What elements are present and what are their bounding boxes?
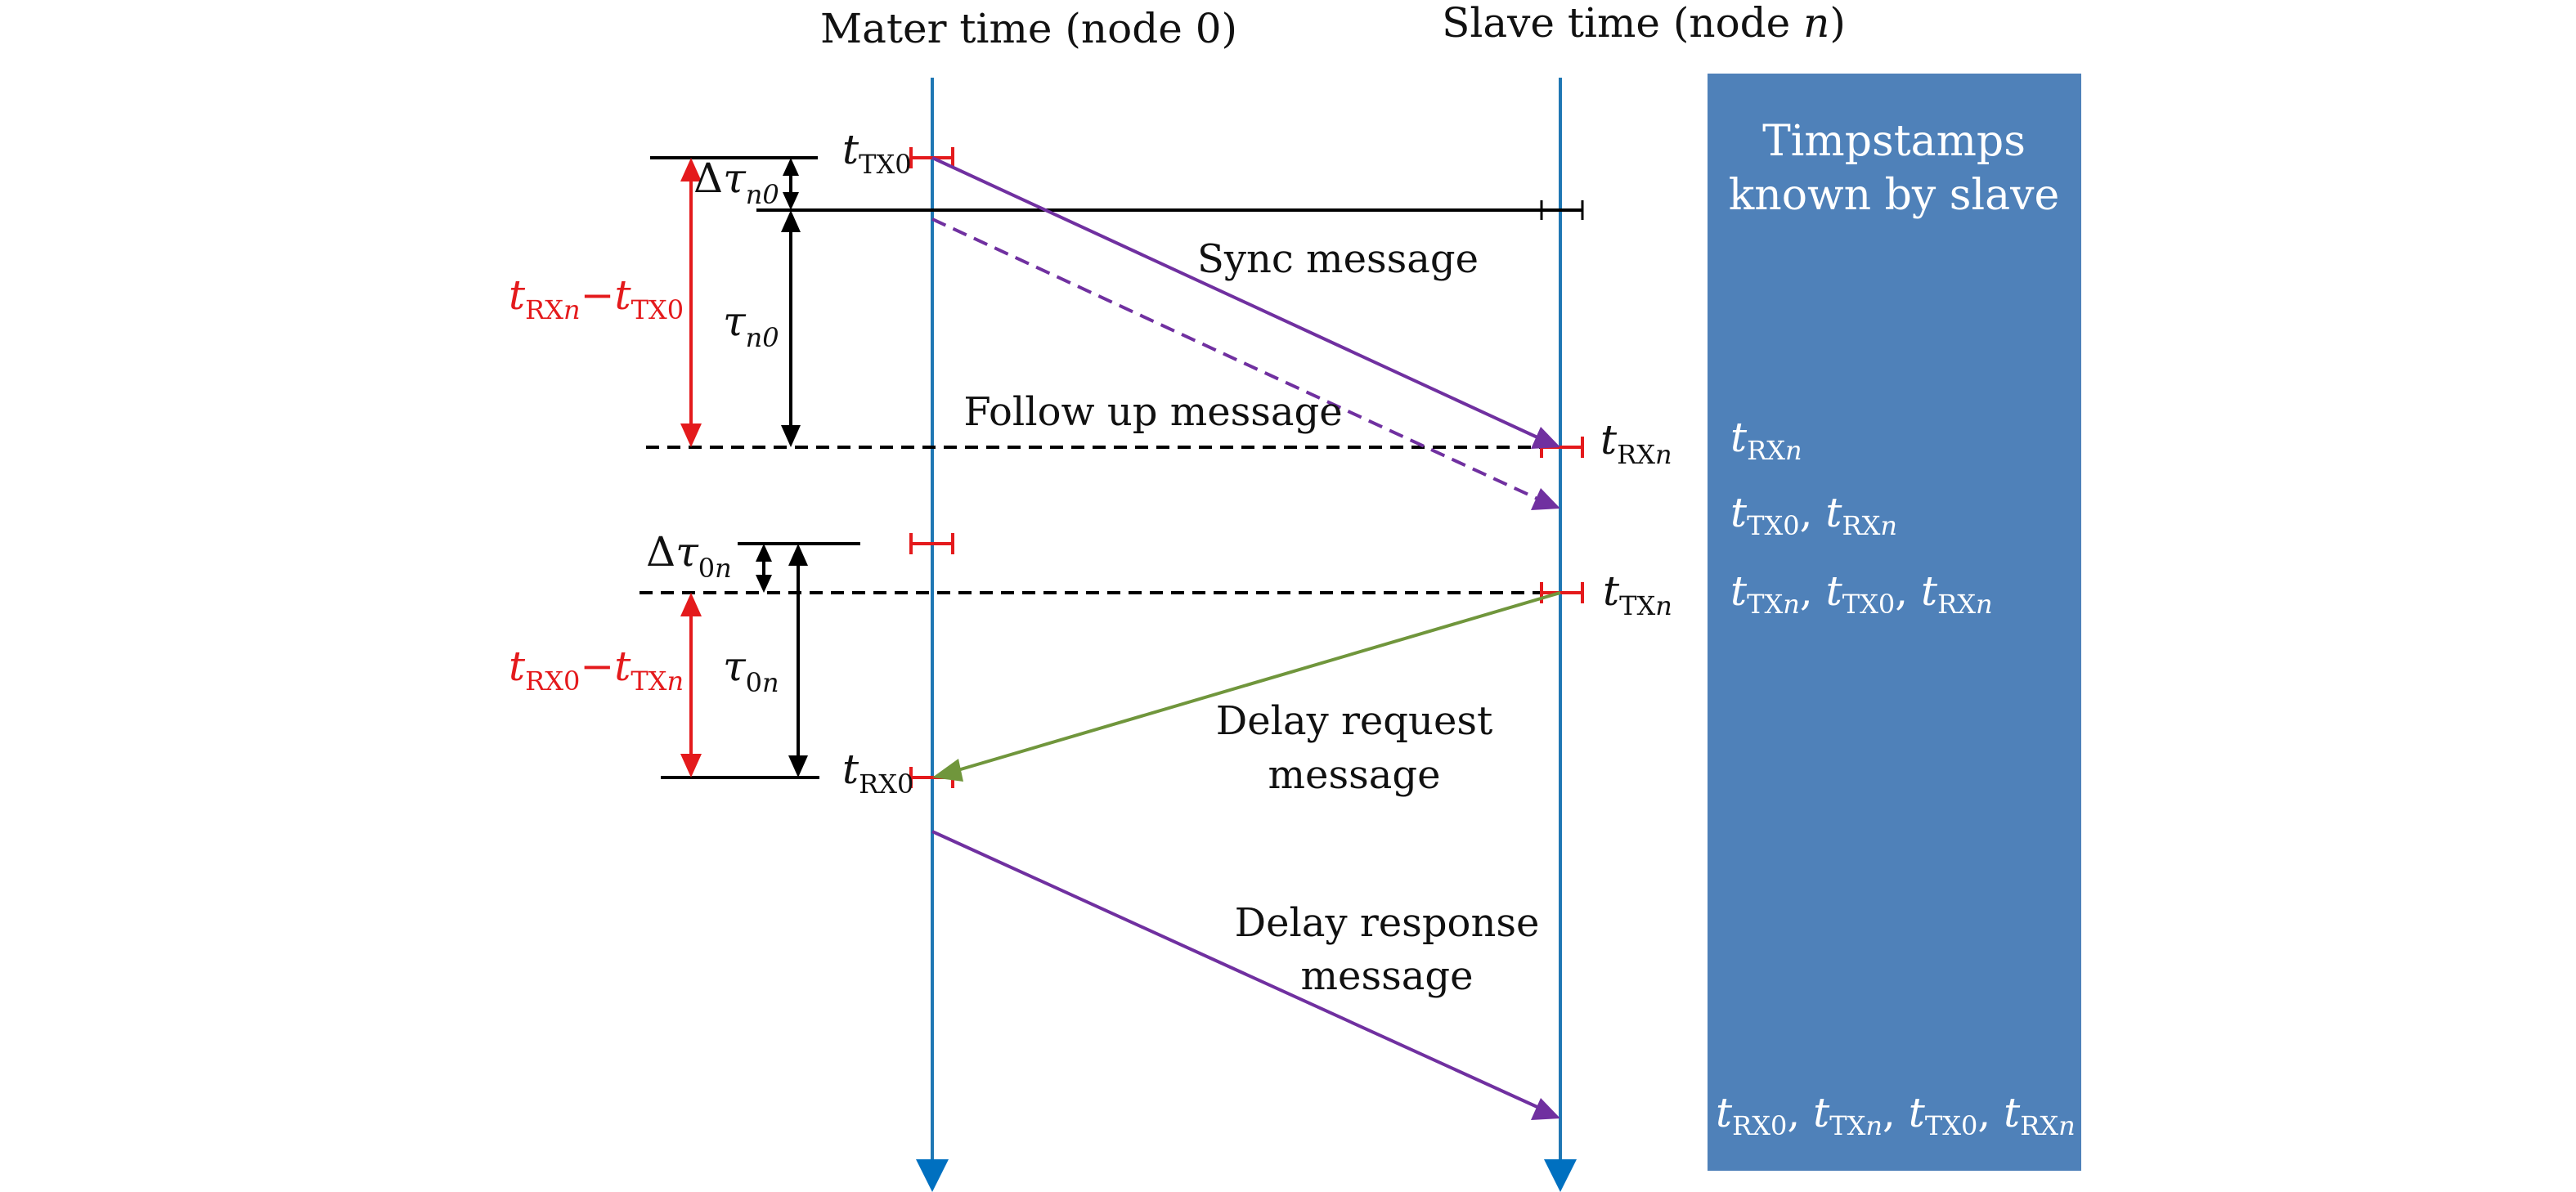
follow-up-message-arrow [931,217,1538,500]
delta-tau-0n-label: Δτ0n [646,528,732,584]
delay-response-arrowhead-icon [1531,1098,1560,1120]
follow-up-arrowhead-icon [1531,488,1560,510]
red-arrowhead-down-icon [680,754,702,777]
black-arrowhead-up-icon [788,544,808,566]
delta-tau-n0-label: Δτn0 [693,155,779,210]
delay-response-label-line2: message [1301,953,1474,999]
delay-request-label-line1: Delay request [1216,698,1493,744]
red-arrowhead-down-icon [680,423,702,447]
red-arrowhead-up-icon [680,593,702,616]
timestamps-panel [1708,74,2081,1171]
t-tx0-label: tTX0 [842,126,912,180]
master-axis-title: Mater time (node 0) [820,5,1237,52]
panel-title-line2: known by slave [1729,171,2060,220]
sync-arrowhead-icon [1531,427,1560,449]
rx0-minus-txn-label: tRX0−tTXn [509,643,684,697]
delay-response-message-arrow [931,830,1540,1109]
delay-request-arrowhead-icon [932,759,963,782]
tau-0n-label: τ0n [723,643,779,698]
t-rxn-label: tRXn [1600,416,1672,470]
master-axis-arrow-icon [916,1159,949,1192]
black-arrowhead-up-icon [756,544,772,562]
black-arrowhead-down-icon [783,192,799,210]
rxn-minus-tx0-label: tRXn−tTX0 [509,271,684,325]
black-arrowhead-down-icon [788,755,808,777]
master-offset-marker [909,533,954,554]
slave-axis-title: Slave time (node n) [1442,0,1846,47]
black-arrowhead-down-icon [781,425,801,447]
delay-response-label-line1: Delay response [1235,900,1540,946]
t-txn-label: tTXn [1603,567,1672,621]
sync-message-arrow [931,156,1538,439]
t-rx0-label: tRX0 [842,746,913,800]
delay-request-label-line2: message [1268,752,1441,798]
sync-message-label: Sync message [1197,236,1479,282]
slave-axis-arrow-icon [1544,1159,1577,1192]
delay-request-message-arrow [954,591,1561,773]
black-arrowhead-up-icon [783,158,799,176]
follow-up-message-label: Follow up message [963,389,1342,435]
black-arrowhead-up-icon [781,210,801,232]
tx0-marker [909,147,954,168]
black-arrowhead-down-icon [756,575,772,593]
panel-title-line1: Timpstamps [1762,117,2026,166]
tau-n0-label: τn0 [723,298,779,353]
red-arrowhead-up-icon [680,158,702,181]
